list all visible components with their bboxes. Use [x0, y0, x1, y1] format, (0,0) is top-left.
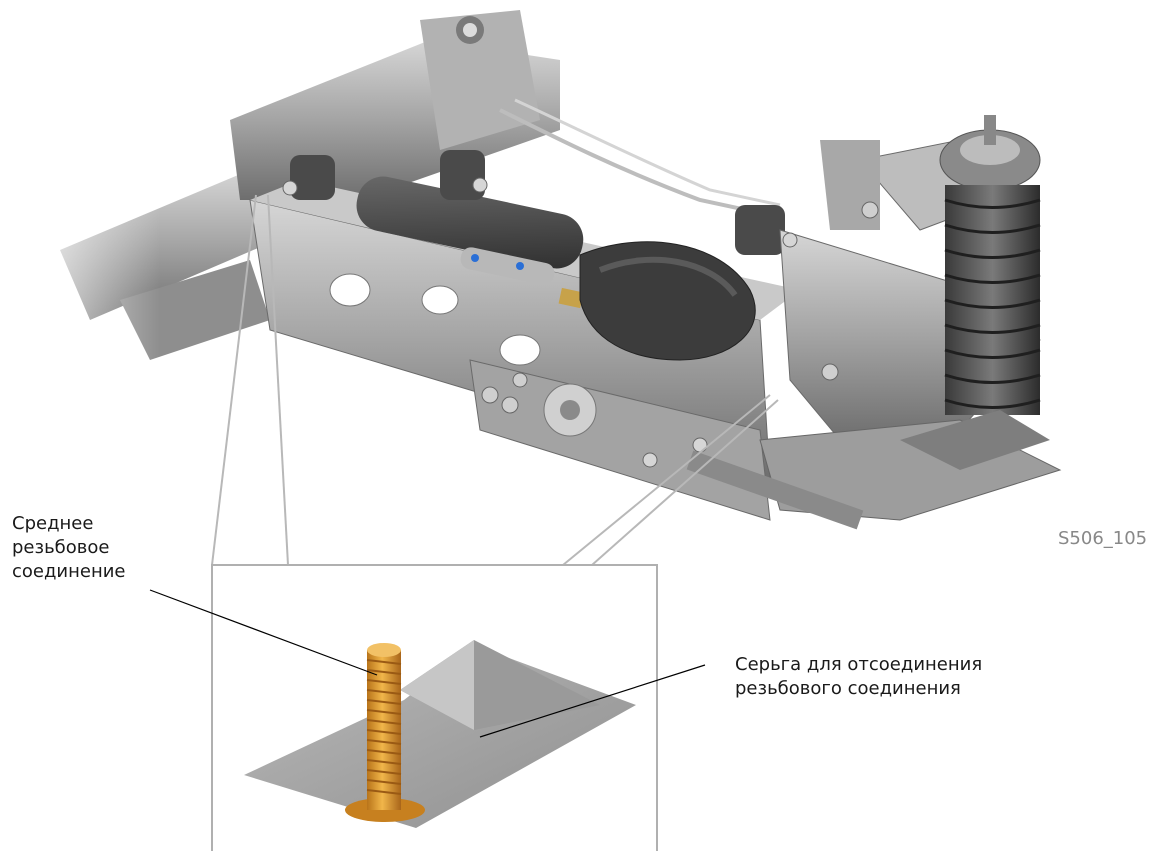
brake-lines — [499, 108, 771, 217]
label-middle-bolt-line1: Среднее — [12, 513, 94, 534]
subframe-illustration — [0, 10, 1062, 530]
zoom-line-left-outer — [211, 194, 257, 566]
leader-line-lug — [479, 664, 706, 738]
label-detach-lug-line1: Серьга для отсоединения — [735, 654, 983, 675]
label-middle-bolt: Среднее резьбовое соединение — [12, 512, 162, 584]
mount-left — [290, 155, 335, 200]
zoom-line-right-inner — [591, 399, 779, 566]
zoom-line-right-outer — [562, 394, 771, 566]
front-lower-member — [469, 359, 771, 521]
coil-spring — [939, 115, 1041, 415]
label-detach-lug: Серьга для отсоединения резьбового соеди… — [735, 653, 1035, 701]
figure-code: S506_105 — [1058, 528, 1148, 549]
mount-middle — [440, 150, 485, 200]
label-middle-bolt-line2: резьбовое — [12, 537, 110, 558]
zoom-line-left-inner — [267, 194, 289, 566]
drive-flange — [543, 383, 597, 437]
steering-rack — [356, 176, 584, 309]
label-detach-lug-line2: резьбового соединения — [735, 678, 961, 699]
mount-right — [735, 205, 785, 255]
label-middle-bolt-line3: соединение — [12, 561, 126, 582]
leader-line-middle-bolt — [149, 589, 378, 676]
detail-callout — [149, 194, 779, 851]
middle-bolt — [345, 643, 425, 822]
